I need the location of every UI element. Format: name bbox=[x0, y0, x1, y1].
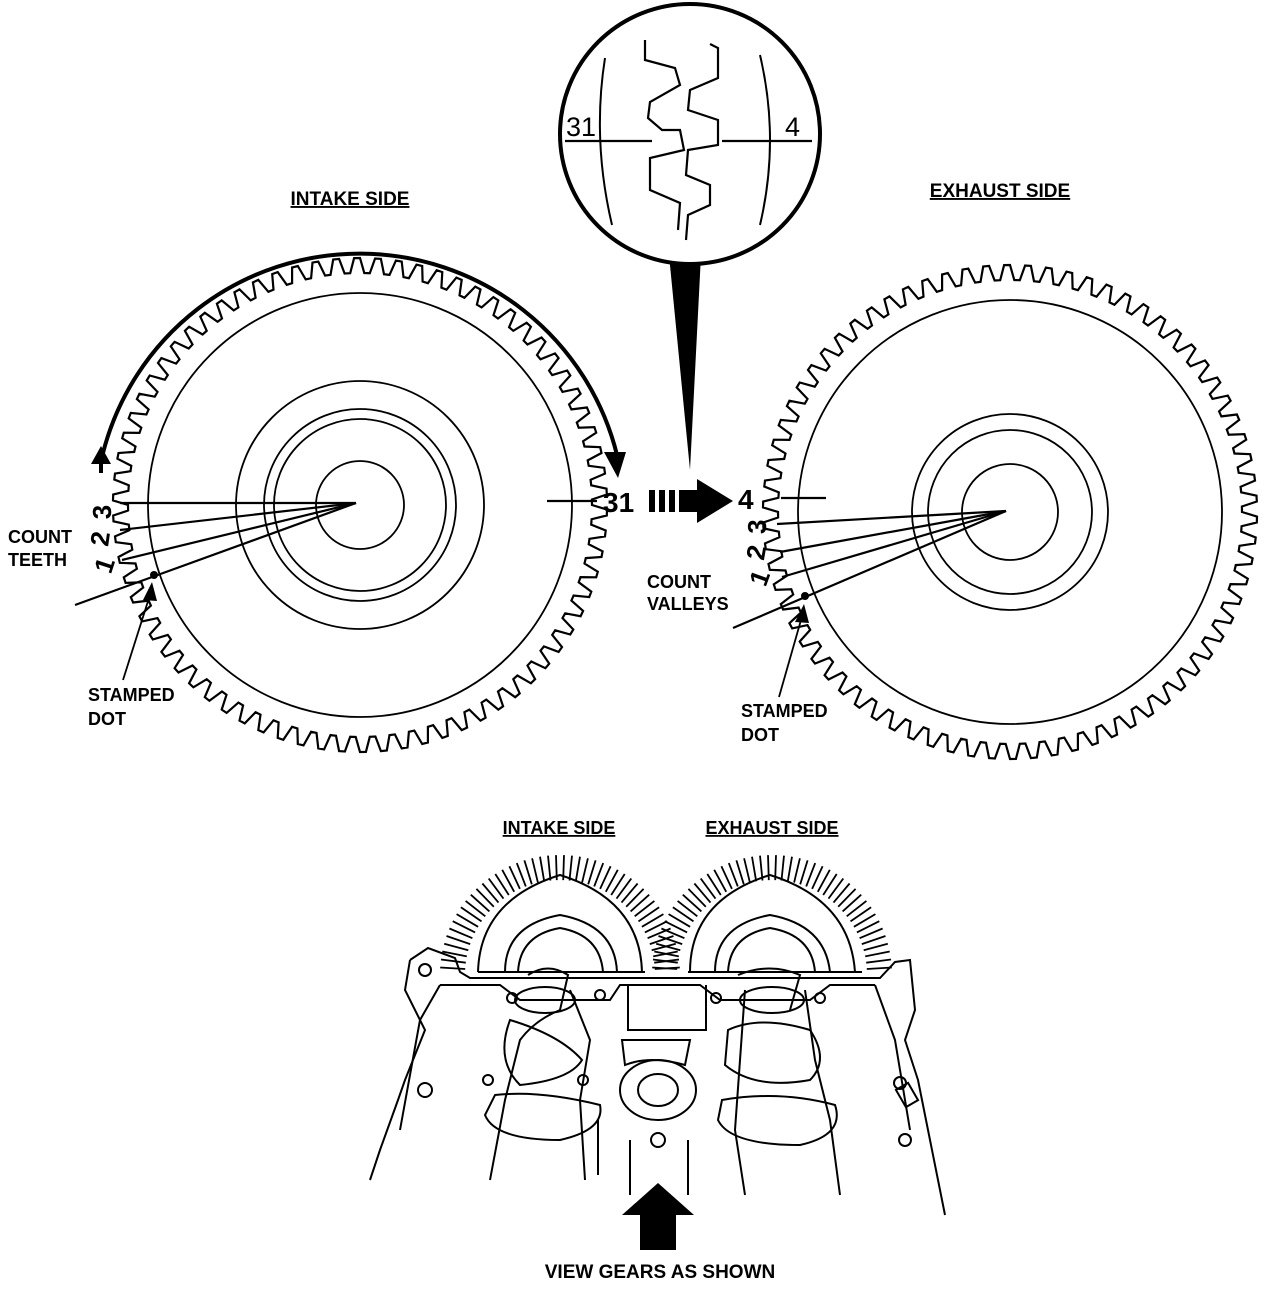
intake-count-arc-arrow bbox=[101, 251, 626, 478]
exhaust-hub-ring-outer bbox=[911, 413, 1109, 611]
exhaust-stamped-dot bbox=[801, 592, 809, 600]
intake-count-lines bbox=[74, 499, 597, 607]
intake-gear-teeth bbox=[111, 256, 609, 754]
intake-stamped-dot-leader bbox=[122, 582, 157, 681]
intake-tooth-number-3: 3 bbox=[87, 505, 117, 519]
exhaust-valley-number-2: 2 bbox=[740, 543, 772, 562]
cylinder-head-illustration bbox=[369, 855, 946, 1216]
intake-gear bbox=[111, 256, 609, 754]
magnifier-callout bbox=[558, 2, 822, 470]
intake-stamped-dot bbox=[150, 571, 158, 579]
exhaust-gear bbox=[761, 263, 1259, 761]
exhaust-hub-ring-inner bbox=[961, 463, 1059, 561]
exhaust-gear-teeth bbox=[761, 263, 1259, 761]
exhaust-gear-inner-rim bbox=[797, 299, 1223, 725]
intake-side-title: INTAKE SIDE bbox=[291, 189, 410, 210]
intake-hub-ring-outer bbox=[235, 380, 485, 630]
count-valleys-label-line2: VALLEYS bbox=[647, 594, 729, 614]
intake-hub-ring-inner bbox=[315, 460, 405, 550]
magnifier-number-31: 31 bbox=[566, 112, 596, 142]
exhaust-count-lines bbox=[732, 496, 1007, 630]
intake-hub-ring-mid bbox=[263, 408, 457, 602]
view-direction-arrow bbox=[622, 1183, 694, 1250]
magnifier-number-4: 4 bbox=[785, 112, 800, 142]
transfer-arrow bbox=[649, 479, 733, 523]
exhaust-valley-number-4: 4 bbox=[738, 484, 754, 515]
intake-stamped-dot-label-line2: DOT bbox=[88, 709, 126, 729]
intake-tooth-number-31: 31 bbox=[603, 487, 634, 518]
bottom-intake-side-title: INTAKE SIDE bbox=[503, 818, 616, 838]
intake-tooth-number-2: 2 bbox=[84, 529, 116, 548]
intake-gear-inner-rim bbox=[147, 292, 573, 718]
count-teeth-label-line2: TEETH bbox=[8, 550, 67, 570]
exhaust-side-title: EXHAUST SIDE bbox=[930, 181, 1070, 202]
intake-hub-ring-mid2 bbox=[273, 418, 447, 592]
exhaust-valley-number-3: 3 bbox=[742, 519, 772, 535]
exhaust-stamped-dot-label-line1: STAMPED bbox=[741, 701, 828, 721]
count-valleys-label-line1: COUNT bbox=[647, 572, 711, 592]
intake-tooth-number-1: 1 bbox=[88, 554, 121, 577]
intake-stamped-dot-label-line1: STAMPED bbox=[88, 685, 175, 705]
bottom-exhaust-side-title: EXHAUST SIDE bbox=[705, 818, 838, 838]
intake-start-arrow bbox=[91, 446, 111, 473]
bottom-intake-gear bbox=[440, 855, 680, 973]
bottom-exhaust-gear bbox=[652, 855, 892, 973]
view-gears-caption: VIEW GEARS AS SHOWN bbox=[545, 1262, 775, 1283]
exhaust-stamped-dot-label-line2: DOT bbox=[741, 725, 779, 745]
exhaust-stamped-dot-leader bbox=[778, 604, 809, 698]
count-teeth-label-line1: COUNT bbox=[8, 527, 72, 547]
exhaust-hub-ring-mid bbox=[927, 429, 1093, 595]
